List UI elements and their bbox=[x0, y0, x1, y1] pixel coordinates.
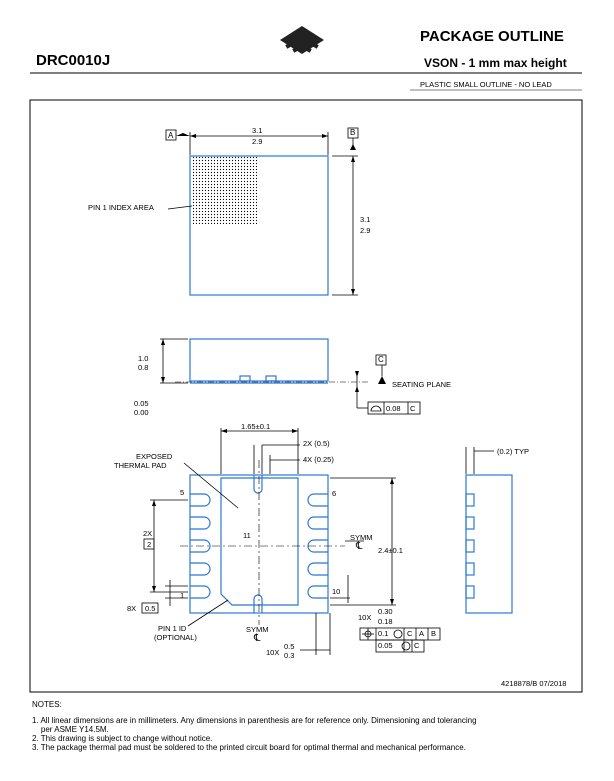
thermal-pad bbox=[220, 477, 299, 606]
datum-b-label: B bbox=[350, 128, 356, 137]
page-title: PACKAGE OUTLINE bbox=[420, 28, 564, 45]
width-min: 2.9 bbox=[252, 137, 263, 146]
document-id: 4218878/B 07/2018 bbox=[501, 679, 567, 688]
notes-title: NOTES: bbox=[32, 700, 62, 709]
centerline-icon-bottom: ℄ bbox=[254, 633, 261, 644]
dim-2x: 2X (0.5) bbox=[303, 439, 330, 448]
thermal-pad-label-1: EXPOSED bbox=[136, 452, 173, 461]
pitch-box-0-5 bbox=[141, 602, 159, 614]
bottom-view-body bbox=[189, 474, 329, 614]
pitch-8x-value: 0.5 bbox=[145, 604, 156, 613]
tol-1-datum-1: C bbox=[407, 629, 413, 638]
note-2: 2. This drawing is subject to change wit… bbox=[32, 734, 213, 743]
datum-a-label: A bbox=[168, 131, 174, 140]
lead-length-prefix: 10X bbox=[266, 648, 280, 657]
tol-2-datum-1: C bbox=[414, 641, 420, 650]
package-description: PLASTIC SMALL OUTLINE - NO LEAD bbox=[420, 80, 552, 89]
lead-length-min: 0.3 bbox=[284, 651, 295, 660]
lead-width-min: 0.18 bbox=[378, 617, 393, 626]
position-tol-frame-2 bbox=[375, 639, 425, 653]
pitch-8x-label: 8X bbox=[127, 604, 137, 613]
thermal-pad-number: 11 bbox=[243, 531, 251, 540]
pin-1-label: 1 bbox=[180, 591, 185, 600]
dim-4x: 4X (0.25) bbox=[303, 455, 334, 464]
standoff-max: 0.05 bbox=[134, 399, 149, 408]
lead-width-max: 0.30 bbox=[378, 607, 393, 616]
pin1-id-optional: (OPTIONAL) bbox=[154, 633, 197, 642]
tie-bars bbox=[253, 475, 263, 613]
page-subtitle: VSON - 1 mm max height bbox=[424, 56, 567, 70]
lead-width-prefix: 10X bbox=[358, 613, 372, 622]
pin-6-label: 6 bbox=[332, 489, 337, 498]
datum-a-box bbox=[165, 129, 177, 141]
symm-label-right: SYMM bbox=[350, 533, 373, 542]
side-view bbox=[160, 338, 421, 415]
width-max: 3.1 bbox=[252, 126, 263, 135]
pitch-box-2 bbox=[143, 538, 155, 550]
tol-1-datum-2: A bbox=[419, 629, 425, 638]
centerline-icon-right: ℄ bbox=[356, 541, 363, 552]
bottom-view bbox=[141, 428, 441, 655]
symm-label-bottom: SYMM bbox=[246, 625, 269, 634]
typ-dim: (0.2) TYP bbox=[497, 447, 529, 456]
seating-plane-label: SEATING PLANE bbox=[392, 380, 452, 389]
thermal-pad-label-2: THERMAL PAD bbox=[114, 461, 167, 470]
pad-pitch-dim: 1.65±0.1 bbox=[241, 422, 271, 431]
left-leads bbox=[190, 493, 211, 599]
pad-length-dim: 2.4±0.1 bbox=[378, 546, 403, 555]
tol-2-value: 0.05 bbox=[378, 641, 393, 650]
side-height-min: 0.8 bbox=[138, 363, 149, 372]
pin1-index-area bbox=[191, 157, 258, 224]
note-1-cont: per ASME Y14.5M. bbox=[32, 725, 109, 734]
height-max: 3.1 bbox=[360, 215, 371, 224]
height-min: 2.9 bbox=[360, 226, 371, 235]
pin-10-label: 10 bbox=[332, 587, 341, 596]
pin1-id-label: PIN 1 ID bbox=[158, 624, 187, 633]
side-view-2-body bbox=[465, 474, 513, 614]
side-height-max: 1.0 bbox=[138, 354, 149, 363]
datum-c-label: C bbox=[378, 355, 384, 364]
drawing-border bbox=[29, 99, 583, 693]
package-logo-icon bbox=[280, 26, 324, 54]
datum-c-box bbox=[375, 354, 387, 366]
top-view-body bbox=[189, 155, 329, 296]
note-3: 3. The package thermal pad must be solde… bbox=[32, 743, 466, 752]
flatness-datum: C bbox=[410, 404, 416, 413]
part-number: DRC0010J bbox=[36, 52, 111, 69]
pin-5-label: 5 bbox=[180, 488, 185, 497]
top-view bbox=[165, 127, 359, 296]
tol-1-value: 0.1 bbox=[378, 629, 389, 638]
side-view-2 bbox=[465, 447, 513, 614]
pitch-2x-value: 2 bbox=[147, 540, 152, 549]
flatness-value: 0.08 bbox=[386, 404, 401, 413]
lead-length-max: 0.5 bbox=[284, 642, 295, 651]
side-view-body bbox=[189, 338, 329, 382]
tol-1-datum-3: B bbox=[431, 629, 437, 638]
standoff-min: 0.00 bbox=[134, 408, 149, 417]
pitch-2x-label: 2X bbox=[143, 529, 153, 538]
note-1: 1. All linear dimensions are in millimet… bbox=[32, 716, 477, 725]
pin1-index-label: PIN 1 INDEX AREA bbox=[88, 203, 154, 212]
